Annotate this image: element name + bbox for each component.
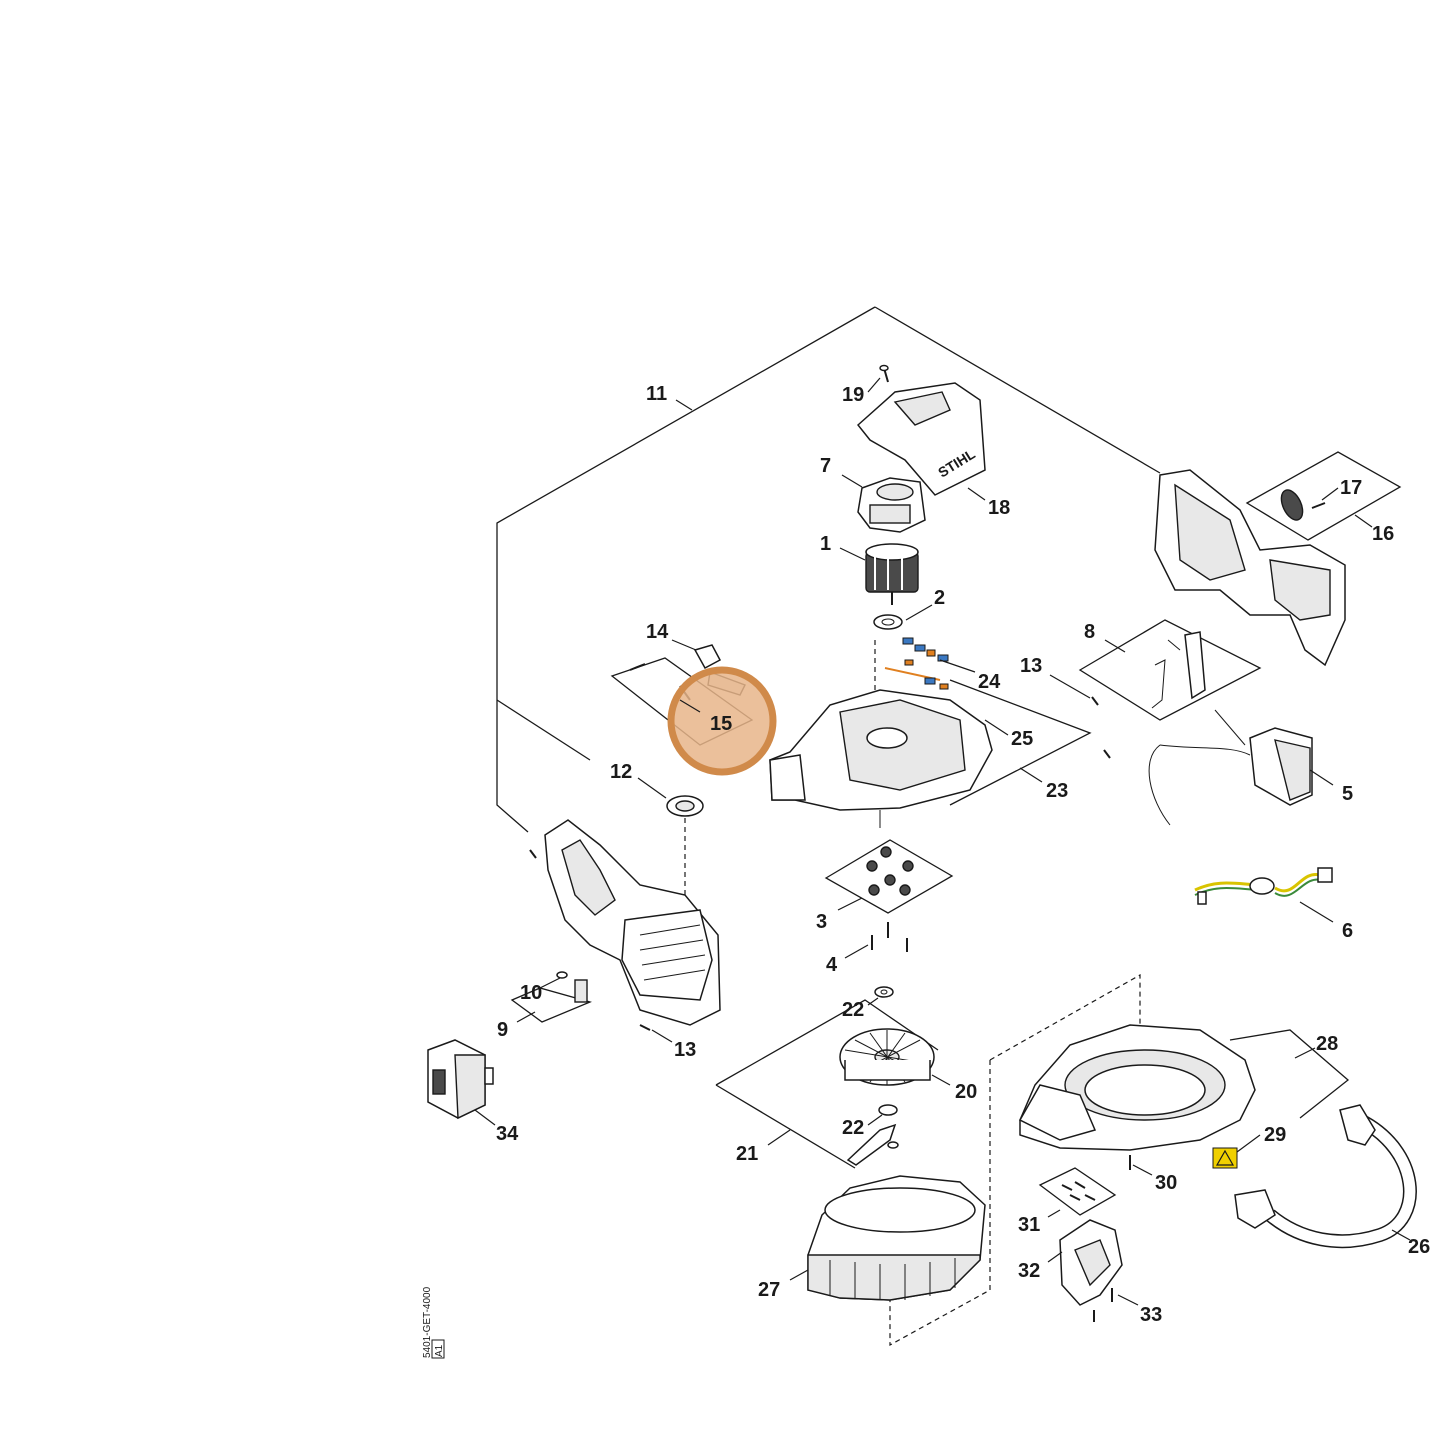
callout-10[interactable]: 10 — [520, 982, 542, 1004]
screw-left[interactable] — [529, 849, 537, 859]
callout-13-lower[interactable]: 13 — [674, 1039, 696, 1061]
frame-28 — [1229, 1029, 1350, 1119]
callout-23[interactable]: 23 — [1046, 780, 1068, 802]
callout-22-upper[interactable]: 22 — [842, 999, 864, 1021]
switch-housing-7[interactable] — [857, 477, 926, 533]
callout-3[interactable]: 3 — [816, 911, 827, 933]
callout-1[interactable]: 1 — [820, 533, 831, 555]
warning-label-29[interactable] — [1212, 1147, 1238, 1169]
drawing-code-block: 5401-GET-4000 A1 — [422, 1286, 445, 1359]
callout-labels: 11 19 7 18 1 2 14 15 12 24 25 23 13 8 17… — [496, 383, 1430, 1326]
drawing-code: 5401-GET-4000 — [422, 1286, 433, 1358]
callout-32[interactable]: 32 — [1018, 1260, 1040, 1282]
callout-28[interactable]: 28 — [1316, 1033, 1338, 1055]
callout-12[interactable]: 12 — [610, 761, 632, 783]
screw-19[interactable] — [879, 364, 889, 383]
washer-22a[interactable] — [874, 986, 894, 998]
callout-29[interactable]: 29 — [1264, 1124, 1286, 1146]
band-27[interactable] — [807, 1175, 986, 1301]
handle-housing[interactable] — [544, 819, 721, 1026]
callout-5[interactable]: 5 — [1342, 783, 1353, 805]
screw-33[interactable] — [1093, 1288, 1113, 1322]
ring-2[interactable] — [873, 614, 903, 630]
callout-17[interactable]: 17 — [1340, 477, 1362, 499]
callout-8[interactable]: 8 — [1084, 621, 1095, 643]
callout-30[interactable]: 30 — [1155, 1172, 1177, 1194]
parts-8-group[interactable] — [1078, 619, 1262, 721]
right-handle-housing[interactable] — [1154, 469, 1346, 667]
screw-13b[interactable] — [639, 1024, 651, 1031]
main-housing[interactable] — [769, 689, 993, 828]
assembly-frame-11 — [496, 306, 1161, 833]
lower-housing-28[interactable] — [1018, 1024, 1256, 1151]
dashed-frame — [889, 973, 1141, 1347]
screws-13a[interactable] — [1091, 696, 1111, 759]
callout-19[interactable]: 19 — [842, 384, 864, 406]
callout-11[interactable]: 11 — [646, 383, 667, 405]
callout-15[interactable]: 15 — [710, 713, 732, 735]
motor-1[interactable] — [865, 543, 919, 605]
hose-26[interactable] — [1234, 1104, 1417, 1249]
screws-31-group[interactable] — [1038, 1167, 1117, 1216]
callout-21[interactable]: 21 — [736, 1143, 758, 1165]
callout-24[interactable]: 24 — [978, 671, 1001, 693]
callout-6[interactable]: 6 — [1342, 920, 1353, 942]
screws-4[interactable] — [871, 922, 908, 952]
fan-20[interactable] — [839, 1028, 935, 1086]
ring-12[interactable] — [666, 795, 704, 817]
small-parts-24-25[interactable] — [884, 637, 949, 690]
callout-18[interactable]: 18 — [988, 497, 1010, 519]
callout-9[interactable]: 9 — [497, 1019, 508, 1041]
callout-20[interactable]: 20 — [955, 1081, 977, 1103]
parts-16-17-group[interactable] — [1245, 451, 1402, 541]
highlight-marker — [667, 666, 777, 776]
callout-14[interactable]: 14 — [646, 621, 669, 643]
drawing-sheet: A1 — [434, 1344, 445, 1357]
callout-13-upper[interactable]: 13 — [1020, 655, 1042, 677]
battery-34[interactable] — [427, 1039, 494, 1120]
nuts-3-group[interactable] — [824, 839, 954, 914]
callout-34[interactable]: 34 — [496, 1123, 519, 1145]
bracket-32[interactable] — [1059, 1219, 1123, 1306]
callout-2[interactable]: 2 — [934, 587, 945, 609]
callout-27[interactable]: 27 — [758, 1279, 780, 1301]
callout-16[interactable]: 16 — [1372, 523, 1394, 545]
callout-4[interactable]: 4 — [826, 954, 838, 976]
parts-9-10-group[interactable] — [510, 971, 592, 1023]
callout-25[interactable]: 25 — [1011, 728, 1033, 750]
top-cover-18[interactable]: STIHL — [856, 382, 986, 496]
callout-26[interactable]: 26 — [1408, 1236, 1430, 1258]
callout-7[interactable]: 7 — [820, 455, 831, 477]
callout-22-lower[interactable]: 22 — [842, 1117, 864, 1139]
electronics-5[interactable] — [1148, 709, 1313, 826]
callout-31[interactable]: 31 — [1018, 1214, 1040, 1236]
callout-33[interactable]: 33 — [1140, 1304, 1162, 1326]
wire-harness-6[interactable] — [1194, 867, 1333, 905]
washer-22b[interactable] — [846, 1104, 899, 1166]
leader-lines — [474, 377, 1411, 1306]
housing-frame-23 — [949, 679, 1092, 806]
